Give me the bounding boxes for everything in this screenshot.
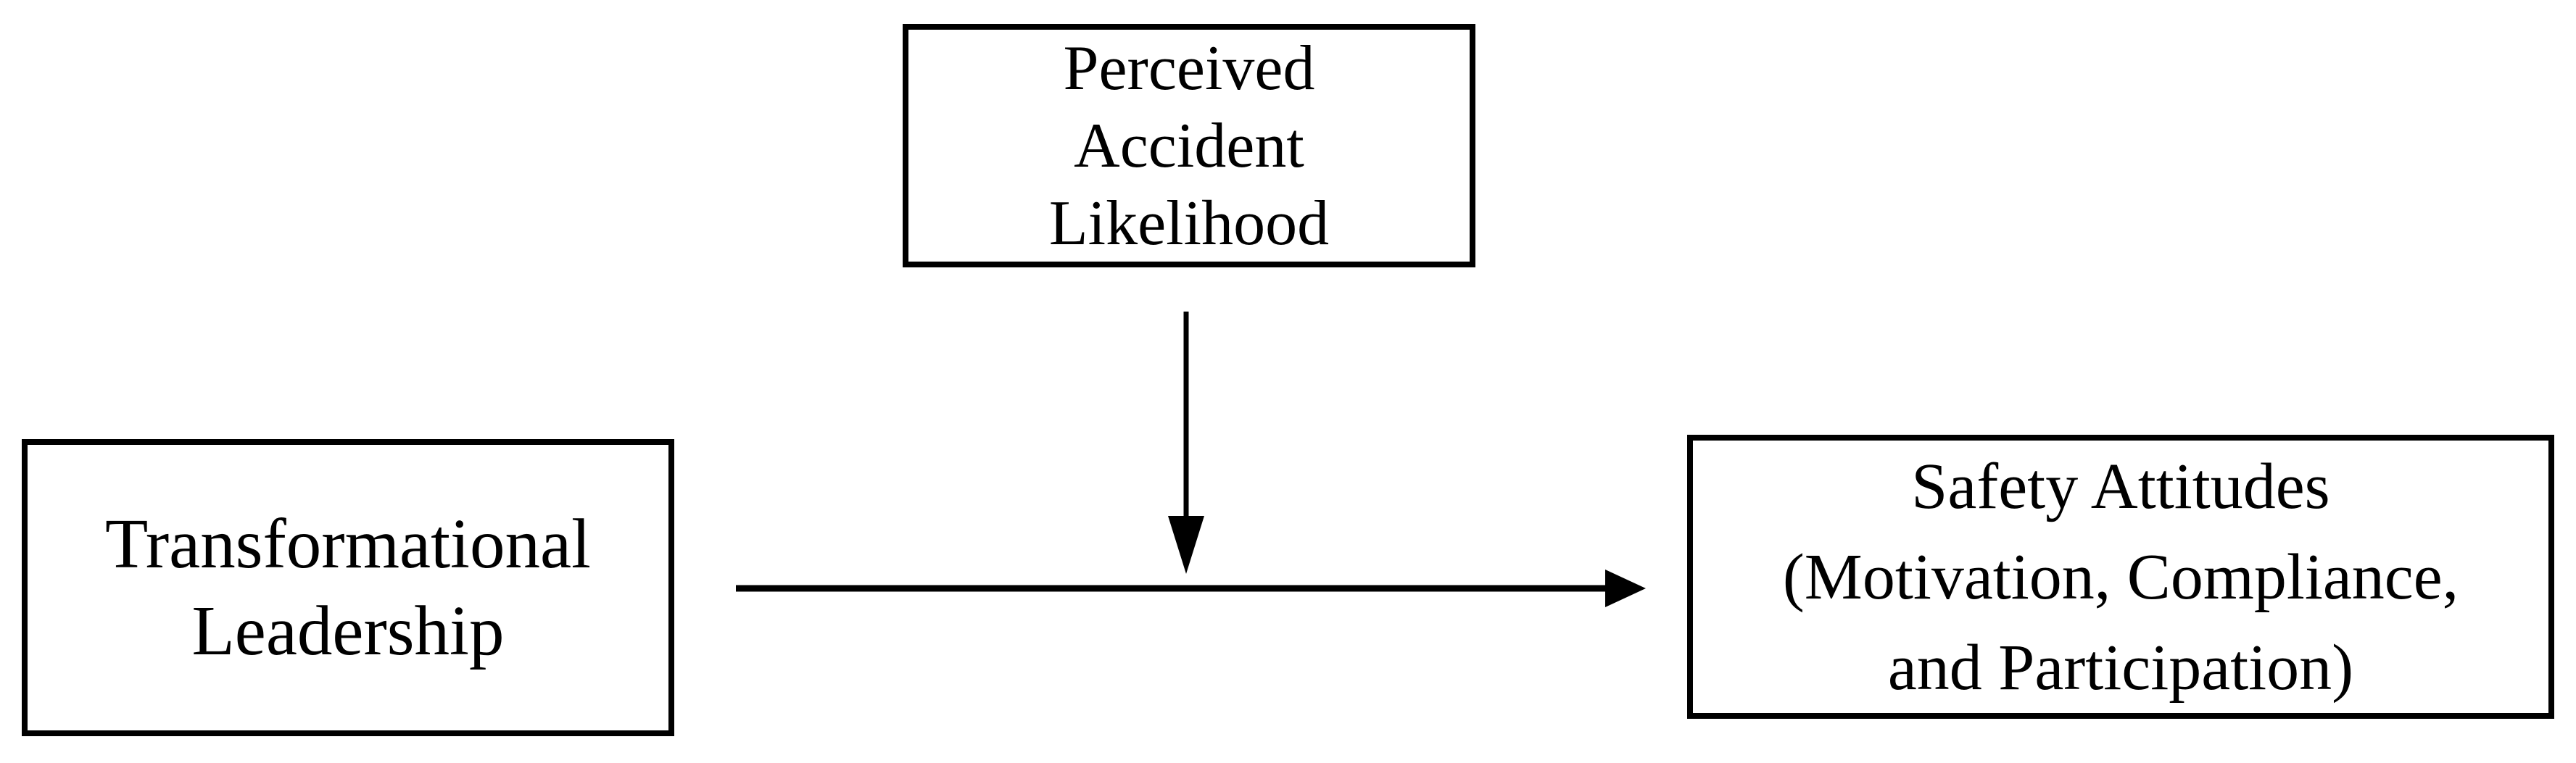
predictor-label: Transformational Leadership: [105, 501, 591, 675]
moderator-line-3: Likelihood: [1048, 188, 1330, 259]
outcome-line-2: (Motivation, Compliance,: [1782, 541, 2459, 613]
outcome-label: Safety Attitudes (Motivation, Compliance…: [1783, 441, 2459, 713]
right-arrow-icon: [736, 570, 1646, 607]
moderator-line-2: Accident: [1074, 110, 1304, 181]
moderator-line-1: Perceived: [1063, 33, 1315, 104]
down-arrow-icon: [1168, 312, 1204, 574]
outcome-line-3: and Participation): [1887, 631, 2354, 704]
outcome-node: Safety Attitudes (Motivation, Compliance…: [1687, 435, 2554, 719]
moderator-label: Perceived Accident Likelihood: [1049, 30, 1329, 262]
predictor-line-1: Transformational: [105, 505, 591, 583]
moderator-node: Perceived Accident Likelihood: [903, 24, 1475, 267]
predictor-node: Transformational Leadership: [22, 439, 674, 736]
outcome-line-1: Safety Attitudes: [1911, 450, 2330, 522]
predictor-line-2: Leadership: [191, 592, 505, 670]
